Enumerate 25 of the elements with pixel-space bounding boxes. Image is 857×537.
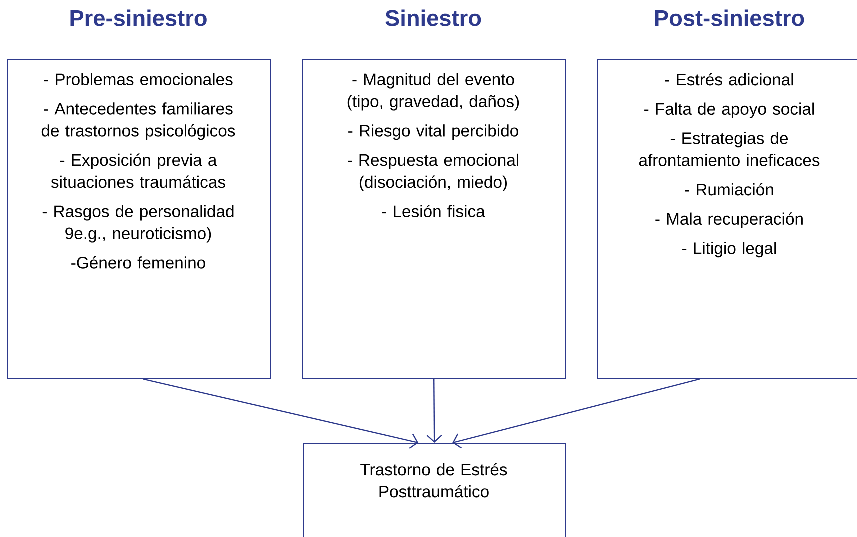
node-label: - Problemas emocionales bbox=[44, 73, 233, 86]
node-label: - Antecedentes familiares de trastornos psicológicos bbox=[42, 102, 236, 140]
node-label: - Estrategias de afrontamiento ineficaces bbox=[639, 132, 820, 166]
factor-list: - Problemas emocionales - Antecedentes familiares de trastornos psicológicos - Exposición previa a situaciones traumáticas - Rasgos de personalidad 9e.g., neuroticismo) -Género femenino bbox=[42, 73, 236, 269]
node-label: - Rasgos de personalidad 9e.g., neuroticismo) bbox=[42, 205, 234, 243]
node-label: - Riesgo vital percibido bbox=[348, 124, 518, 140]
node-label: - Estrés adicional bbox=[665, 73, 794, 86]
arrow bbox=[142, 378, 419, 449]
arrow bbox=[452, 378, 700, 449]
column-heading: Pre-siniestro bbox=[70, 10, 207, 26]
arrow bbox=[426, 379, 442, 444]
column-heading: Siniestro bbox=[386, 10, 482, 26]
factor-list: - Magnitud del evento (tipo, gravedad, daños) - Riesgo vital percibido - Respuesta emocional (disociación, miedo) - Lesión fisica bbox=[348, 73, 520, 218]
factor-list: - Estrés adicional - Falta de apoyo social - Estrategias de afrontamiento ineficaces - Rumiación - Mala recuperación - Litigio legal bbox=[639, 73, 820, 258]
node-label: - Lesión fisica bbox=[382, 205, 486, 218]
node-label: - Mala recuperación bbox=[656, 212, 803, 228]
outcome-text: Trastorno de Estrés Posttraumático bbox=[360, 463, 508, 498]
node-label: - Litigio legal bbox=[682, 242, 776, 258]
column-heading: Post-siniestro bbox=[655, 10, 804, 26]
node-label: - Exposición previa a situaciones traumáticas bbox=[51, 154, 226, 188]
node-label: - Falta de apoyo social bbox=[644, 102, 814, 118]
node-label: - Rumiación bbox=[685, 183, 774, 196]
node-label: - Respuesta emocional (disociación, miedo) bbox=[348, 154, 519, 192]
node-label: -Género femenino bbox=[72, 256, 206, 269]
node-label: - Magnitud del evento (tipo, gravedad, daños) bbox=[348, 73, 520, 111]
